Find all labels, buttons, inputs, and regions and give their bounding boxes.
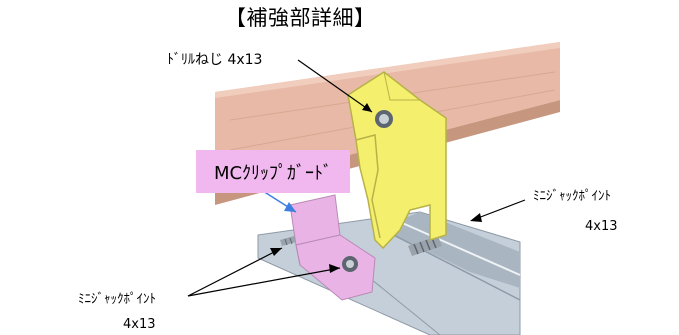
leader-mini-jack-left-2 bbox=[187, 267, 341, 297]
mini-jack-point-right-label: ﾐﾆｼﾞｬｯｸﾎﾟｲﾝﾄ bbox=[533, 189, 611, 204]
mc-clip-guard-label: MCｸﾘｯﾌﾟｶﾞｰﾄﾞ bbox=[196, 150, 350, 193]
drill-screw bbox=[375, 110, 393, 128]
mini-jack-point-screw-left-tip bbox=[280, 236, 296, 246]
mini-jack-point-screw-right bbox=[408, 236, 442, 256]
leader-mini-jack-right bbox=[477, 199, 526, 219]
mini-jack-point-right-size: 4x13 bbox=[585, 219, 618, 234]
leader-mini-jack-right-arrowhead bbox=[470, 213, 482, 222]
leader-drill-screw-arrowhead bbox=[362, 103, 372, 112]
steel-channel-inner bbox=[380, 212, 520, 288]
channel-edge-2 bbox=[399, 221, 521, 276]
mc-clip-guard-label-text: MCｸﾘｯﾌﾟｶﾞｰﾄﾞ bbox=[213, 162, 333, 184]
leader-mini-jack-left-1-arrowhead bbox=[270, 248, 282, 256]
leader-drill-screw bbox=[297, 59, 373, 113]
reinforcement-bracket bbox=[347, 71, 447, 250]
wood-beam-top-face bbox=[215, 42, 560, 98]
channel-edge-1 bbox=[379, 227, 521, 301]
leader-mc-clip-guard-arrowhead bbox=[284, 202, 296, 212]
leader-mini-jack-left-2-arrowhead bbox=[329, 264, 340, 273]
mini-jack-point-left-size: 4x13 bbox=[123, 317, 156, 332]
mini-jack-point-left-label: ﾐﾆｼﾞｬｯｸﾎﾟｲﾝﾄ bbox=[78, 292, 156, 307]
mini-jack-point-screw-left bbox=[342, 256, 358, 272]
diagram-title: 【補強部詳細】 bbox=[225, 6, 376, 30]
leader-mini-jack-left-1 bbox=[187, 247, 283, 297]
drill-screw-label: ﾄﾞﾘﾙねじ 4x13 bbox=[167, 52, 263, 68]
